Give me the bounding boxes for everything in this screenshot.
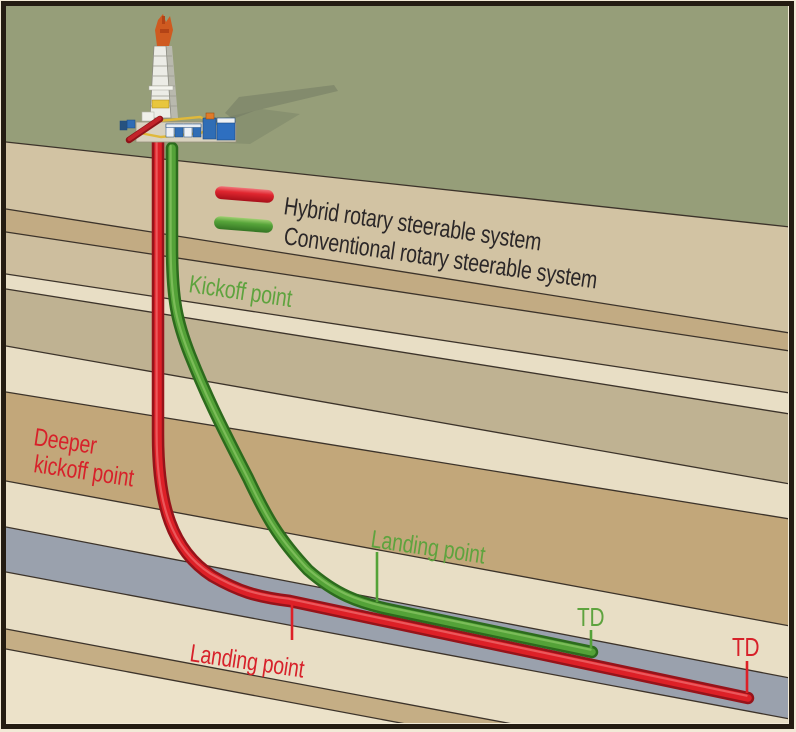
layer-surface: [6, 6, 788, 227]
rig-equipment-right: [202, 112, 236, 141]
layer-3: [6, 232, 788, 393]
layer-2: [6, 209, 788, 351]
layer-10: [6, 572, 788, 723]
legend-swatch-conventional: [214, 216, 273, 233]
conventional-well-path: [165, 141, 599, 659]
legend-swatch-hybrid: [215, 186, 274, 203]
layer-8: [6, 481, 788, 678]
rig-crown-block: [155, 14, 173, 46]
layer-7-mustard: [6, 392, 788, 626]
rig-doghouse: [141, 111, 155, 122]
conventional-td-label: TD: [577, 603, 604, 632]
drilling-rig: [119, 14, 338, 144]
rig-mast-shadow: [225, 85, 338, 119]
layer-1: [6, 142, 788, 333]
rig-pipe-ramp: [125, 115, 164, 144]
layer-4: [6, 274, 788, 414]
hybrid-well-path: [151, 134, 755, 705]
rig-monkey-board: [148, 85, 174, 91]
rig-mast-yellow-band: [151, 99, 170, 109]
rig-mud-tanks: [165, 123, 202, 138]
rig-equipment-left: [119, 119, 136, 131]
layer-5: [6, 289, 788, 484]
hybrid-td-label: TD: [732, 633, 759, 662]
layer-boundary-lines: [6, 141, 788, 723]
